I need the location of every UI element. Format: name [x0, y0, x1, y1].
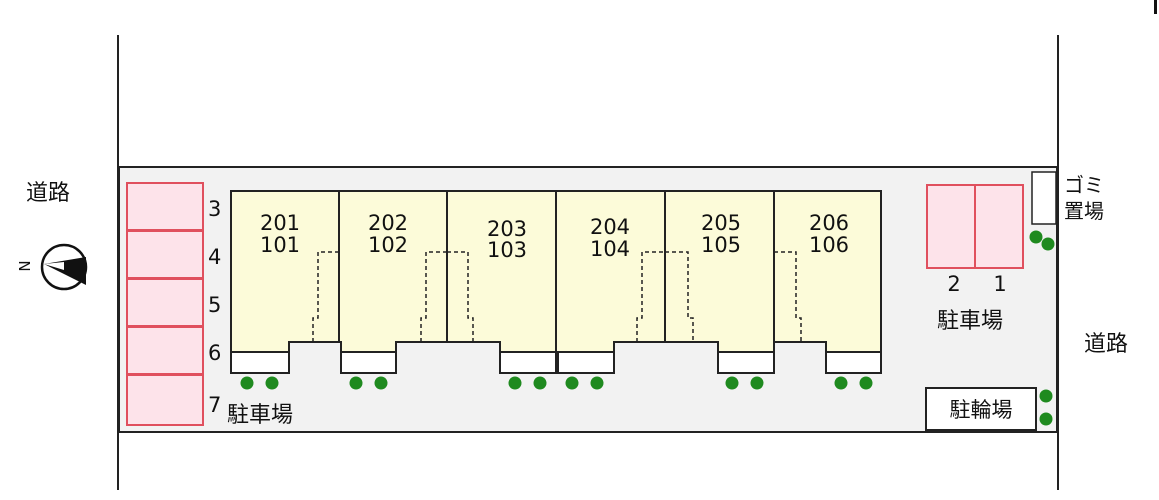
parking-number: 1 — [993, 272, 1006, 296]
tree-icon — [374, 376, 388, 390]
unit-lower: 101 — [260, 233, 300, 257]
unit-labels: 201 101 202 102 203 103 204 104 205 105 … — [260, 211, 849, 262]
unit-lower: 104 — [590, 237, 630, 261]
unit-upper: 205 — [701, 211, 741, 235]
parking-space — [126, 374, 204, 426]
parking-number: 6 — [208, 341, 221, 365]
tree-icon — [725, 376, 739, 390]
tree-icon — [1039, 389, 1053, 403]
tree-icon — [859, 376, 873, 390]
unit-lower: 105 — [701, 233, 741, 257]
tree-icon — [750, 376, 764, 390]
garbage-label-line2: 置場 — [1064, 199, 1104, 223]
tree-icon — [834, 376, 848, 390]
compass-north-label: N — [16, 260, 34, 271]
tree-icon — [565, 376, 579, 390]
parking-number: 3 — [208, 197, 221, 221]
bicycle-parking-label: 駐輪場 — [950, 398, 1013, 422]
unit-upper: 201 — [260, 211, 300, 235]
unit-lower: 103 — [487, 238, 527, 262]
unit-upper: 204 — [590, 215, 630, 239]
tree-icon — [1029, 230, 1043, 244]
tree-icon — [590, 376, 604, 390]
garbage-area — [1031, 171, 1057, 225]
parking-right-spaces — [926, 184, 1024, 269]
parking-space — [126, 182, 204, 231]
parking-space — [926, 184, 976, 269]
unit-upper: 202 — [368, 211, 408, 235]
parking-number: 4 — [208, 245, 221, 269]
parking-left-spaces — [126, 182, 204, 426]
tree-icon — [265, 376, 279, 390]
parking-label-right: 駐車場 — [937, 309, 1003, 334]
tree-icon — [349, 376, 363, 390]
parking-number: 2 — [947, 272, 960, 296]
bicycle-parking-box — [925, 387, 1037, 431]
garbage-label-line1: ゴミ — [1064, 173, 1104, 197]
parking-space — [974, 184, 1024, 269]
unit-lower: 106 — [809, 233, 849, 257]
tree-icon — [508, 376, 522, 390]
parking-space — [126, 326, 204, 375]
unit-lower: 102 — [368, 233, 408, 257]
parking-space — [126, 230, 204, 279]
edge-mark — [1154, 0, 1157, 14]
parking-label: 駐車場 — [227, 403, 293, 428]
tree-icon — [240, 376, 254, 390]
tree-icon — [1041, 237, 1055, 251]
road-label-right: 道路 — [1084, 332, 1128, 357]
apartment-building — [230, 190, 882, 374]
parking-space — [126, 278, 204, 327]
tree-icon — [533, 376, 547, 390]
parking-number: 5 — [208, 293, 221, 317]
road-label-left: 道路 — [26, 181, 70, 206]
unit-upper: 203 — [487, 217, 527, 241]
tree-icon — [1039, 412, 1053, 426]
compass-icon: N — [16, 243, 88, 291]
tree-group — [240, 230, 1055, 426]
parking-number: 7 — [208, 393, 221, 417]
unit-upper: 206 — [809, 211, 849, 235]
